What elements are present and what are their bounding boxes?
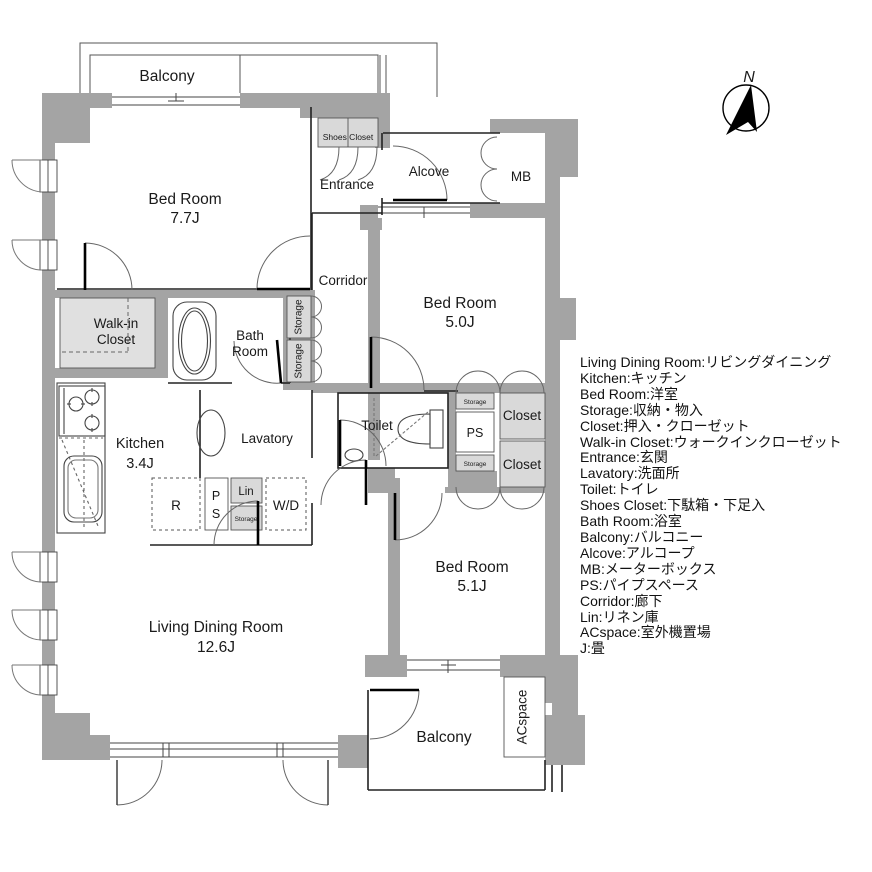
- storage-tiny-top-label: Storage: [464, 399, 487, 406]
- closet-bottom-label: Closet: [503, 457, 542, 472]
- kitchen-counter-icon: [56, 382, 106, 534]
- ps-right-box: [455, 411, 495, 453]
- partition-lines: [57, 107, 563, 792]
- door-arcs: [84, 136, 545, 806]
- storage-boxes: [59, 117, 546, 758]
- legend-line: Corridor:廊下: [580, 592, 663, 609]
- legend-line: Entrance:玄関: [580, 449, 668, 466]
- top-balcony-outline: [79, 42, 438, 97]
- legend-line: Balcony:バルコニー: [580, 528, 704, 545]
- walk-in-closet-box: [59, 297, 156, 369]
- legend-line: PS:パイプスペース: [580, 576, 699, 593]
- stove-icon: [58, 385, 106, 437]
- fixtures: [56, 301, 444, 534]
- legend-line: Bath Room:浴室: [580, 513, 682, 530]
- ps-right-label: PS: [467, 426, 484, 440]
- storage-tiny-bottom-label: Storage: [464, 461, 487, 468]
- compass: N: [722, 69, 770, 135]
- corridor-label: Corridor: [319, 273, 368, 288]
- balcony-top-label: Balcony: [139, 68, 194, 85]
- ps-small-label-s: S: [212, 507, 220, 521]
- legend-line: MB:メーターボックス: [580, 560, 717, 577]
- legend-line: Living Dining Room:リビングダイニング: [580, 354, 832, 370]
- legend-line: Alcove:アルコープ: [580, 544, 695, 561]
- doors: [83, 136, 545, 806]
- refrigerator-box: [151, 477, 201, 531]
- entrance-label: Entrance: [320, 177, 374, 192]
- bedroom3-name-label: Bed Room: [435, 559, 508, 576]
- toilet-label: Toilet: [361, 418, 393, 433]
- acspace-box: [503, 676, 546, 758]
- bedroom2-name-label: Bed Room: [423, 295, 496, 312]
- left-casement-windows: [11, 159, 58, 696]
- walk-in-closet-label-2: Closet: [97, 332, 136, 347]
- legend-line: J:畳: [580, 640, 605, 657]
- bedroom1-name-label: Bed Room: [148, 191, 221, 208]
- storage-cell-top: [286, 295, 312, 339]
- closet-bottom-box: [499, 440, 546, 488]
- shoes-closet-label: Shoes Closet: [323, 132, 374, 142]
- window-door-leaves: [116, 760, 329, 805]
- mb-label: MB: [511, 169, 531, 184]
- storage-vertical-bottom-label: Storage: [294, 343, 305, 378]
- closet-top-label: Closet: [503, 408, 542, 423]
- bathtub-icon: [172, 301, 217, 381]
- living-dining-size-label: 12.6J: [197, 639, 235, 656]
- storage-tiny-bottom-box: [455, 454, 495, 472]
- legend-line: Lavatory:洗面所: [580, 465, 680, 482]
- bedroom1-size-label: 7.7J: [170, 210, 199, 227]
- legend-line: Lin:リネン庫: [580, 608, 659, 625]
- lin-label: Lin: [238, 486, 253, 498]
- hand-basin-icon: [344, 448, 364, 462]
- legend-line: Kitchen:キッチン: [580, 369, 687, 386]
- storage-small-label: Storage: [235, 516, 258, 523]
- acspace-label: ACspace: [515, 690, 530, 745]
- casement-swing-arcs: [11, 159, 43, 696]
- kitchen-sink-icon: [63, 455, 103, 523]
- storage-vertical-top-label: Storage: [294, 299, 305, 334]
- legend-line: Shoes Closet:下駄箱・下足入: [580, 497, 766, 514]
- room-labels: Balcony Bed Room 7.7J Shoes Closet Entra…: [94, 68, 542, 746]
- washer-dryer-box: [265, 477, 307, 531]
- lavatory-basin-icon: [196, 409, 226, 457]
- bedroom2-size-label: 5.0J: [445, 314, 474, 331]
- alcove-label: Alcove: [409, 164, 450, 179]
- refrigerator-label: R: [171, 498, 181, 513]
- storage-tiny-top-box: [455, 392, 495, 410]
- ps-small-label-p: P: [212, 489, 220, 503]
- balcony-bottom-label: Balcony: [416, 729, 471, 746]
- legend-line: Bed Room:洋室: [580, 385, 679, 402]
- closet-top-box: [499, 392, 546, 440]
- legend: Living Dining Room:リビングダイニング Kitchen:キッチ…: [580, 354, 842, 657]
- legend-line: Walk-in Closet:ウォークインクローゼット: [580, 433, 842, 450]
- walkin-closet-dashes: [62, 298, 129, 353]
- bedroom3-size-label: 5.1J: [457, 578, 486, 595]
- lin-box: [230, 477, 263, 504]
- compass-circle-icon: [722, 84, 770, 132]
- legend-line: Toilet:トイレ: [580, 481, 659, 498]
- ps-small-box: [204, 477, 229, 531]
- kitchen-size-label: 3.4J: [126, 456, 153, 472]
- living-dining-name-label: Living Dining Room: [149, 619, 283, 636]
- bath-room-label-2: Room: [232, 344, 268, 359]
- bath-room-label-1: Bath: [236, 328, 264, 343]
- legend-line: ACspace:室外機置場: [580, 624, 711, 641]
- windows: [11, 93, 500, 758]
- north-arrow-icon: [726, 85, 757, 135]
- legend-line: Storage:収納・物入: [580, 401, 703, 418]
- legend-line: Closet:押入・クローゼット: [580, 417, 750, 434]
- washer-dryer-label: W/D: [273, 498, 299, 513]
- lavatory-label: Lavatory: [241, 431, 293, 446]
- door-leaves: [83, 198, 447, 692]
- storage-cell-bottom: [286, 339, 312, 383]
- compass-north-label: N: [743, 69, 755, 86]
- kitchen-name-label: Kitchen: [116, 436, 164, 452]
- toilet-icon: [344, 398, 444, 462]
- walk-in-closet-label-1: Walk-in: [94, 316, 139, 331]
- dashed-appliance-boxes: [151, 477, 307, 531]
